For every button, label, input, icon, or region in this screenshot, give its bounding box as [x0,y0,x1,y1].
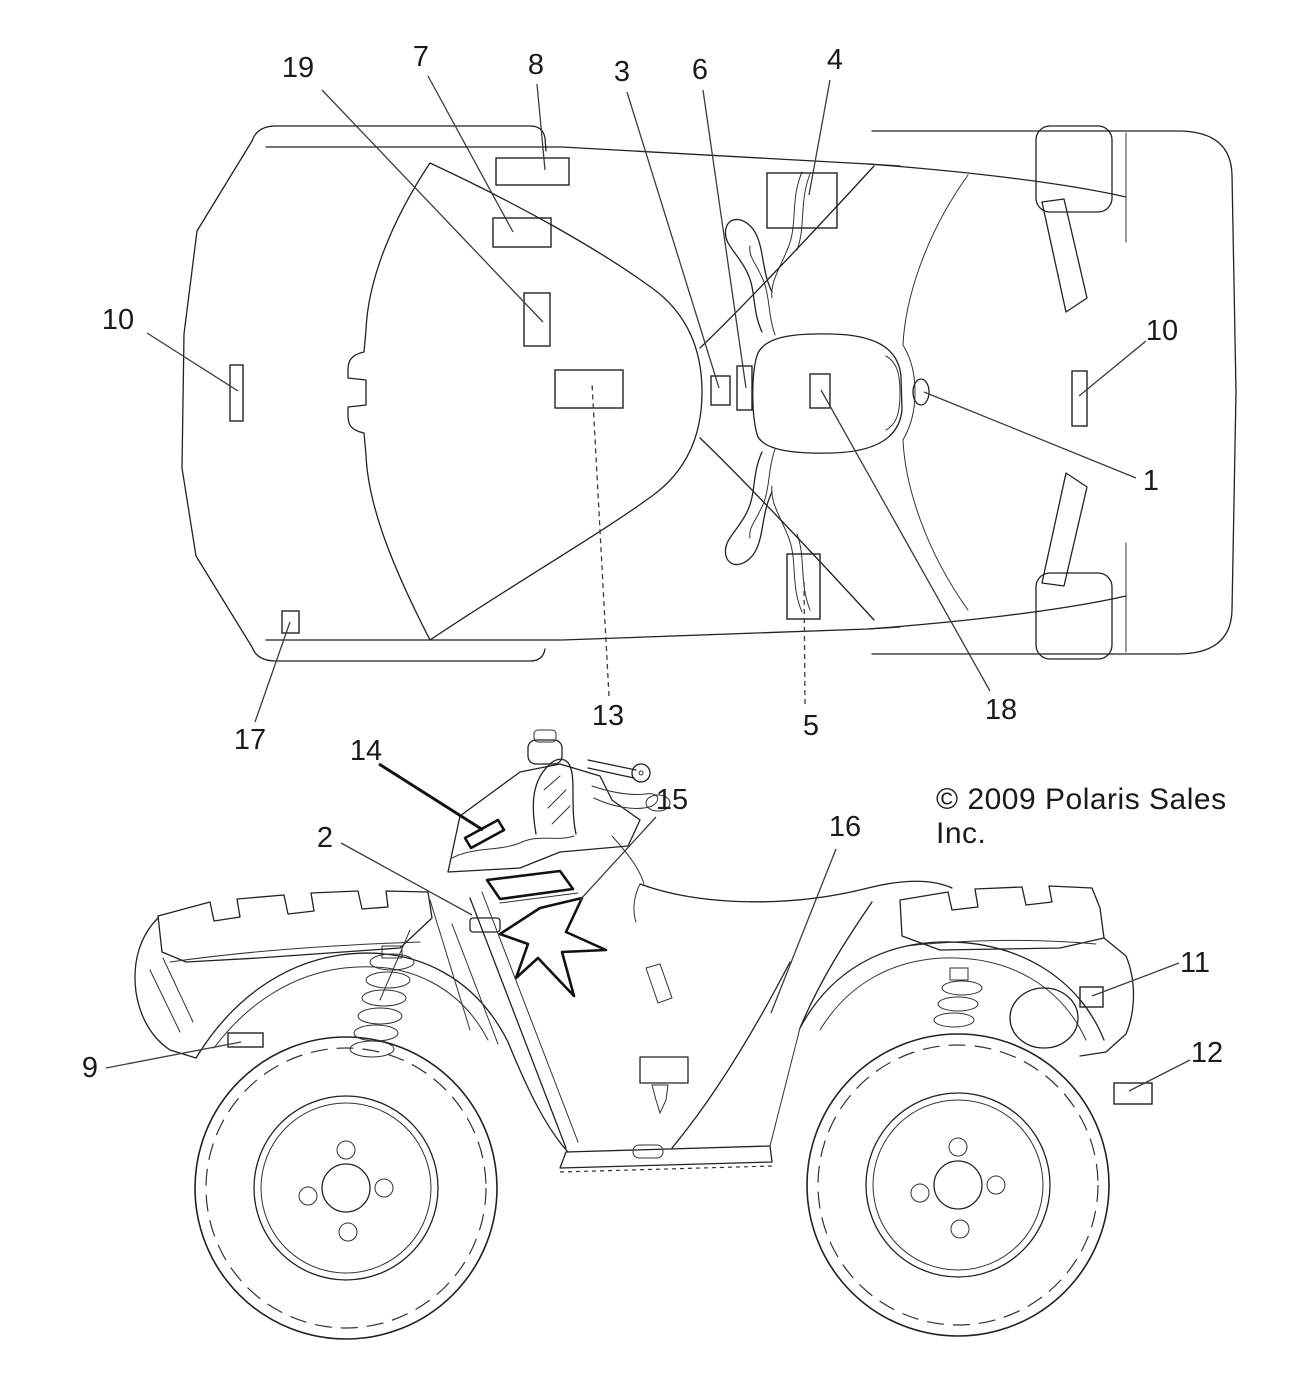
callout-label-10: 10 [1146,315,1178,347]
callout-leader-11 [1091,962,1180,997]
callout-label-8: 8 [528,49,544,81]
footwell-and-frame [469,891,801,1173]
headlight-pod [447,729,671,873]
callout-label-14: 14 [350,735,382,767]
callout-leader-10 [1078,340,1147,397]
callouts: 19 7 8 3 6 4 10 10 1 17 13 5 18 14 2 15 16 11 12 9 [82,41,1223,1092]
star-decal [498,896,608,998]
top-view-atv-outline [181,125,1237,662]
callout-label-13: 13 [592,700,624,732]
callout-label-2: 2 [317,822,333,854]
decal-9 [227,1032,264,1048]
callout-label-9: 9 [82,1052,98,1084]
callout-leader-17 [254,621,291,723]
side-view-atv-outline [134,729,1135,1340]
callout-leader-4 [808,79,831,196]
callout-leader-8 [536,83,546,171]
callout-leader-2 [340,842,473,916]
callout-label-18: 18 [985,694,1017,726]
decal-11 [1079,986,1104,1008]
front-rack-side [134,890,433,1059]
decal-7 [492,217,552,248]
fuel-cap-top [912,378,930,406]
decal-3 [710,375,731,406]
callout-leader-3 [626,91,720,389]
decal-17 [281,610,300,634]
callout-leader-6 [702,89,747,389]
callout-label-6: 6 [692,54,708,86]
callout-label-5: 5 [803,710,819,742]
front-fender [195,899,509,1059]
decal-5 [786,553,821,620]
callout-label-17: 17 [234,724,266,756]
callout-label-16: 16 [829,811,861,843]
rear-wheel [806,1033,1110,1337]
front-wheel [194,1036,498,1340]
battery-box [639,1056,689,1084]
decal-boxes [227,157,1153,1105]
decal-8 [495,157,570,186]
callout-leader-19 [321,89,544,323]
callout-leader-5 [803,579,806,705]
callout-label-12: 12 [1191,1037,1223,1069]
callout-label-11: 11 [1180,947,1210,979]
callout-leader-12 [1128,1059,1191,1092]
decal-12 [1113,1082,1153,1105]
decal-18 [809,373,831,409]
front-rack-corner-bottom [1035,572,1113,660]
callout-label-1: 1 [1143,465,1159,497]
decal-6 [736,365,753,411]
callout-leader-18 [820,389,991,692]
callout-leader-1 [923,391,1137,479]
callout-leader-10 [146,332,239,392]
callout-label-4: 4 [827,44,843,76]
callout-leader-13 [591,382,610,697]
callout-leader-9 [105,1041,242,1069]
callout-leader-15 [579,816,657,901]
pod-decal-14 [463,818,506,850]
tank-graphics [469,835,645,998]
rear-fender [799,901,1135,1057]
fuel-cap-side [469,917,501,933]
decal-10-right [1071,370,1088,427]
rear-hub-muffler [1009,987,1079,1049]
front-rack-corner-top [1035,125,1113,213]
decal-4 [766,172,838,229]
copyright-notice: © 2009 Polaris Sales Inc. [936,783,1227,850]
callout-label-15: 15 [656,784,688,816]
callout-label-19: 19 [282,52,314,84]
callout-leader-16 [770,848,837,1014]
decal-19 [523,292,551,347]
tank-stripe-decal-15 [485,869,575,901]
front-shock-spring [349,945,415,1058]
callout-leader-7 [427,75,514,233]
callout-leader-14 [378,762,484,832]
callout-label-7: 7 [413,41,429,73]
seat-and-rear-rack [633,880,1105,951]
callout-label-10: 10 [102,304,134,336]
decal-13 [554,369,624,409]
callout-label-3: 3 [614,56,630,88]
decal-10-left [229,364,244,422]
